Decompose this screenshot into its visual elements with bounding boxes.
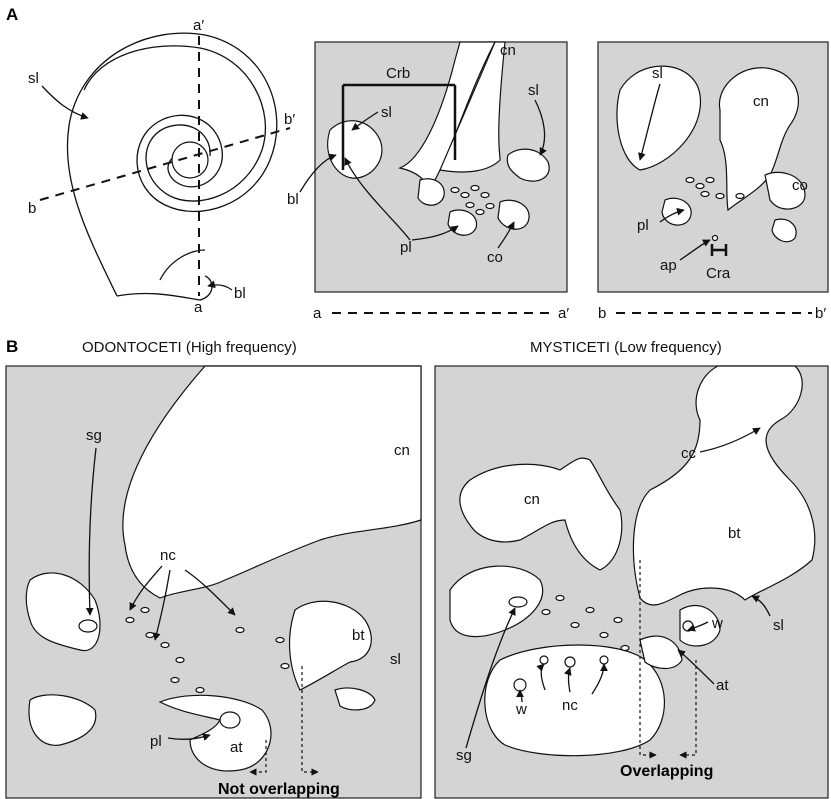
label-cn-mysticeti: cn [524,491,540,508]
label-nc-odontoceti: nc [160,547,176,564]
label-axis-a: a [313,305,322,322]
label-sl-section-a-right: sl [528,82,539,99]
label-w-left: w [515,701,527,718]
panel-b-letter: B [6,337,18,356]
label-sl-odontoceti: sl [390,651,401,668]
label-bt-odontoceti: bt [352,627,365,644]
overlapping-label: Overlapping [620,763,713,780]
label-co-section-b: co [792,177,808,194]
label-bt-mysticeti: bt [728,525,741,542]
label-b-left: b [28,200,36,217]
panel-a-letter: A [6,5,18,24]
label-sl-mysticeti: sl [773,617,784,634]
label-nc-mysticeti: nc [562,697,578,714]
label-pl-section-b: pl [637,217,649,234]
label-at-mysticeti: at [716,677,729,694]
label-axis-b: b [598,305,606,322]
odontoceti-heading: ODONTOCETI (High frequency) [82,339,297,356]
section-line-b [40,128,290,200]
label-co-section-a: co [487,249,503,266]
label-ap: ap [660,257,677,274]
mysticeti-heading: MYSTICETI (Low frequency) [530,339,722,356]
label-pl-section-a: pl [400,239,412,256]
cochlea-spiral [67,33,276,300]
label-at-odontoceti: at [230,739,243,756]
label-cn-section-a: cn [500,42,516,59]
label-bl-section-a: bl [287,191,299,208]
label-sg-odontoceti: sg [86,427,102,444]
label-a-bottom: a [194,299,203,316]
not-overlapping-label: Not overlapping [218,781,340,798]
label-w-right: w [711,615,723,632]
label-b-prime: b′ [284,111,295,128]
label-cra: Cra [706,265,731,282]
label-bl-spiral: bl [234,285,246,302]
label-cn-section-b: cn [753,93,769,110]
label-crb: Crb [386,65,410,82]
label-sl-spiral: sl [28,70,39,87]
label-sg-mysticeti: sg [456,747,472,764]
label-cc: cc [681,445,697,462]
mysticeti-panel [435,366,828,798]
label-a-prime-top: a′ [193,17,204,34]
label-axis-b-prime: b′ [815,305,826,322]
label-sl-section-b: sl [652,65,663,82]
section-a-box [315,42,567,292]
label-pl-odontoceti: pl [150,733,162,750]
label-axis-a-prime: a′ [558,305,569,322]
label-sl-section-a-left: sl [381,104,392,121]
odontoceti-panel [6,366,421,798]
label-cn-odontoceti: cn [394,442,410,459]
